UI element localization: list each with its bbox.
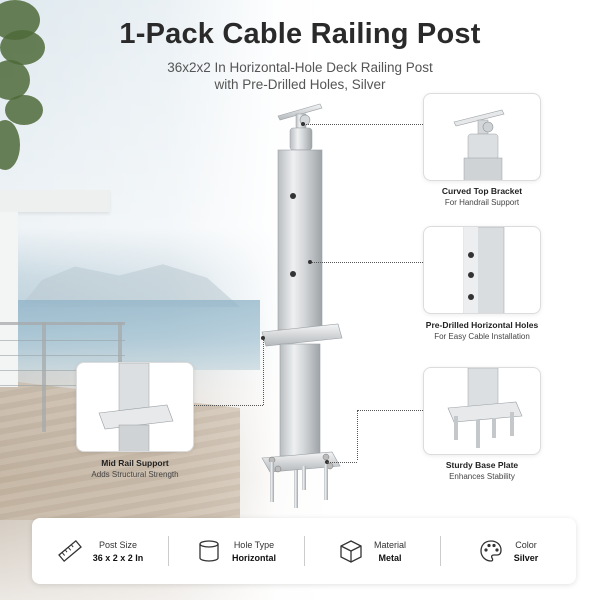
callout-title: Sturdy Base Plate bbox=[445, 460, 519, 470]
spec-value: Horizontal bbox=[232, 552, 276, 563]
background-building bbox=[0, 190, 110, 390]
railing-post-illustration bbox=[261, 103, 343, 508]
callout-subtitle: For Easy Cable Installation bbox=[434, 332, 530, 341]
subtitle-line-2: with Pre-Drilled Holes, Silver bbox=[214, 77, 386, 92]
spec-value: Metal bbox=[378, 552, 402, 563]
top-bracket-closeup-icon bbox=[453, 109, 505, 180]
connector-line bbox=[310, 262, 423, 263]
connector-dot bbox=[261, 336, 265, 340]
callout-subtitle: Adds Structural Strength bbox=[91, 470, 179, 479]
page-title: 1-Pack Cable Railing Post bbox=[119, 18, 481, 50]
callout-title: Pre-Drilled Horizontal Holes bbox=[425, 320, 539, 330]
callout-title: Curved Top Bracket bbox=[441, 186, 523, 196]
connector-line bbox=[303, 124, 423, 125]
palette-icon bbox=[480, 540, 502, 562]
cylinder-icon bbox=[199, 540, 219, 562]
callout-card-mid-rail bbox=[76, 362, 194, 452]
connector-line bbox=[357, 410, 423, 411]
connector-line bbox=[357, 410, 358, 460]
ruler-icon bbox=[57, 539, 82, 563]
connector-dot bbox=[301, 122, 305, 126]
callout-card-drilled-holes bbox=[423, 226, 541, 314]
base-plate-closeup-icon bbox=[447, 368, 523, 448]
callout-caption-base-plate: Sturdy Base Plate Enhances Stability bbox=[407, 460, 557, 481]
cube-icon bbox=[340, 540, 362, 563]
callout-caption-top-bracket: Curved Top Bracket For Handrail Support bbox=[407, 186, 557, 207]
connector-line bbox=[327, 462, 357, 463]
callout-card-base-plate bbox=[423, 367, 541, 455]
spec-value: Silver bbox=[513, 552, 539, 563]
spec-label: Color bbox=[515, 539, 537, 550]
callout-card-top-bracket bbox=[423, 93, 541, 181]
spec-label: Hole Type bbox=[233, 539, 275, 550]
connector-dot bbox=[308, 260, 312, 264]
background-tree bbox=[0, 0, 60, 180]
callout-title: Mid Rail Support bbox=[101, 458, 169, 468]
spec-bar: Post Size 36 x 2 x 2 In Hole Type Horizo… bbox=[32, 518, 576, 584]
spec-hole-type: Hole Type Horizontal bbox=[168, 518, 304, 584]
connector-line bbox=[263, 338, 264, 405]
drilled-holes-closeup-icon bbox=[463, 227, 505, 313]
callout-subtitle: Enhances Stability bbox=[449, 472, 515, 481]
subtitle-line-1: 36x2x2 In Horizontal-Hole Deck Railing P… bbox=[167, 60, 433, 75]
spec-post-size: Post Size 36 x 2 x 2 In bbox=[32, 518, 168, 584]
connector-line bbox=[193, 405, 263, 406]
callout-subtitle: For Handrail Support bbox=[444, 198, 520, 207]
spec-label: Post Size bbox=[98, 539, 137, 550]
spec-value: 36 x 2 x 2 In bbox=[92, 552, 144, 563]
spec-color: Color Silver bbox=[440, 518, 576, 584]
callout-caption-drilled-holes: Pre-Drilled Horizontal Holes For Easy Ca… bbox=[407, 320, 557, 341]
background-railing bbox=[0, 322, 125, 325]
spec-material: Material Metal bbox=[304, 518, 440, 584]
callout-caption-mid-rail: Mid Rail Support Adds Structural Strengt… bbox=[60, 458, 210, 479]
mid-rail-closeup-icon bbox=[98, 363, 174, 451]
spec-label: Material bbox=[373, 539, 406, 550]
